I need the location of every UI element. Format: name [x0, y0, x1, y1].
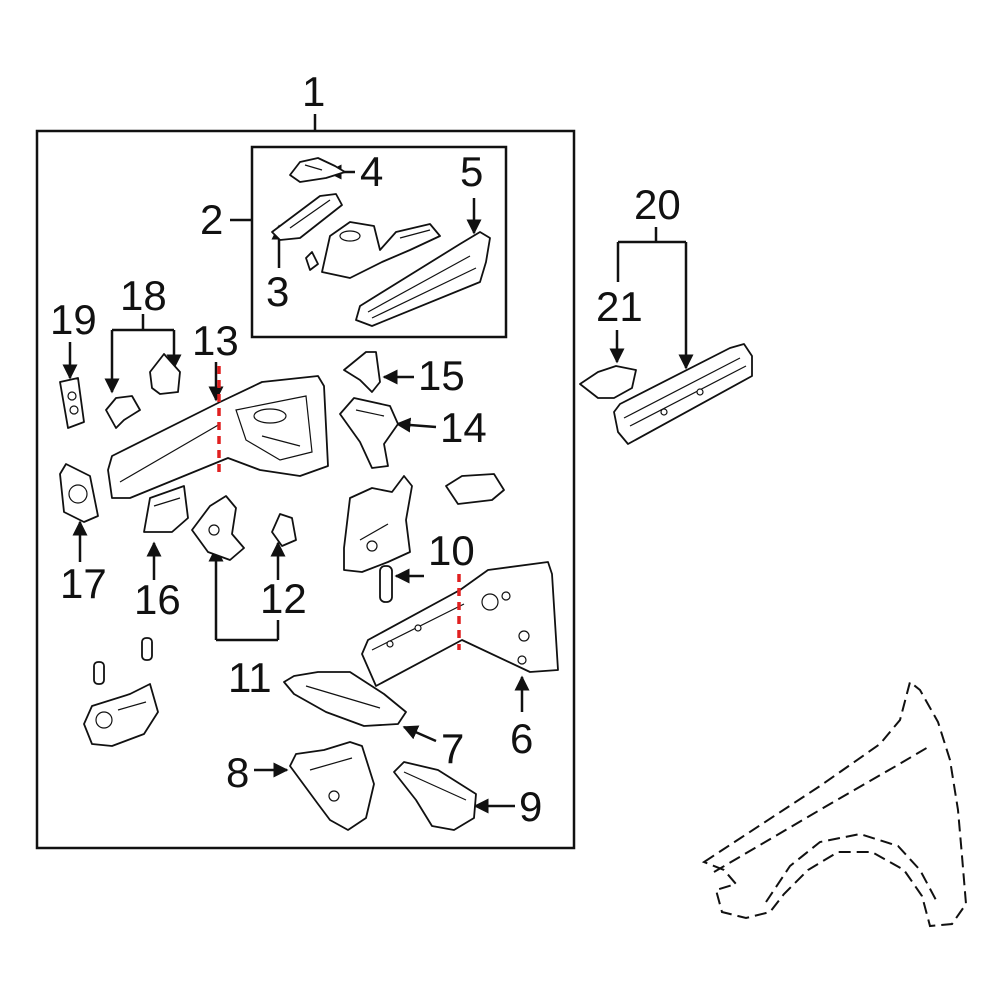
- callout-16[interactable]: 16: [134, 576, 181, 623]
- callout-14[interactable]: 14: [440, 404, 487, 451]
- part-12-clip[interactable]: [271, 513, 297, 547]
- part-15-bracket[interactable]: [343, 351, 381, 393]
- callout-8[interactable]: 8: [226, 749, 249, 796]
- callout-11[interactable]: 11: [228, 654, 272, 701]
- callout-15[interactable]: 15: [418, 352, 465, 399]
- callout-12[interactable]: 12: [260, 575, 307, 622]
- part-16-bracket[interactable]: [143, 485, 189, 533]
- part-3-rail-extension[interactable]: [271, 193, 343, 241]
- part-apron-reinforcement[interactable]: [343, 475, 413, 573]
- part-2-strut-tower[interactable]: [321, 221, 441, 279]
- callout-3[interactable]: 3: [266, 268, 289, 315]
- callout-4[interactable]: 4: [360, 148, 383, 195]
- part-10-pin[interactable]: [379, 565, 393, 603]
- main-assembly-frame: [35, 129, 576, 850]
- callout-2[interactable]: 2: [200, 196, 223, 243]
- part-20-rail-assembly[interactable]: [613, 343, 753, 445]
- callout-17[interactable]: 17: [60, 560, 107, 607]
- callout-18[interactable]: 18: [120, 272, 167, 319]
- callout-20[interactable]: 20: [634, 181, 681, 228]
- callout-9[interactable]: 9: [519, 783, 542, 830]
- callout-6[interactable]: 6: [510, 715, 533, 762]
- part-9-cross-member[interactable]: [393, 761, 477, 831]
- part-17-gasket-plate[interactable]: [59, 463, 99, 523]
- callout-10[interactable]: 10: [428, 527, 475, 574]
- callout-7[interactable]: 7: [441, 725, 464, 772]
- part-19-plate[interactable]: [59, 377, 85, 429]
- callout-13[interactable]: 13: [192, 317, 239, 364]
- part-2-small-bracket[interactable]: [305, 251, 319, 271]
- part-5-upper-rail[interactable]: [355, 231, 491, 327]
- part-14-mount[interactable]: [339, 397, 399, 469]
- part-7-lower-reinforcement[interactable]: [283, 671, 407, 727]
- sub-assembly-frame: [250, 145, 508, 339]
- callout-5[interactable]: 5: [460, 148, 483, 195]
- part-21-highlighted-bracket[interactable]: [579, 365, 637, 399]
- callout-21[interactable]: 21: [596, 283, 643, 330]
- part-8-side-panel[interactable]: [289, 741, 375, 831]
- part-11-bracket[interactable]: [191, 495, 245, 561]
- fender-outline: [701, 680, 968, 928]
- part-pins-left[interactable]: [93, 637, 153, 685]
- leader-lines: [62, 114, 694, 814]
- callout-1[interactable]: 1: [302, 68, 325, 115]
- part-18-bracket-left[interactable]: [105, 395, 141, 429]
- callout-19[interactable]: 19: [50, 296, 97, 343]
- part-left-housing[interactable]: [83, 683, 159, 747]
- part-small-bracket-right[interactable]: [445, 473, 505, 505]
- part-4-bracket[interactable]: [289, 157, 346, 183]
- part-18-bracket-right[interactable]: [149, 353, 181, 395]
